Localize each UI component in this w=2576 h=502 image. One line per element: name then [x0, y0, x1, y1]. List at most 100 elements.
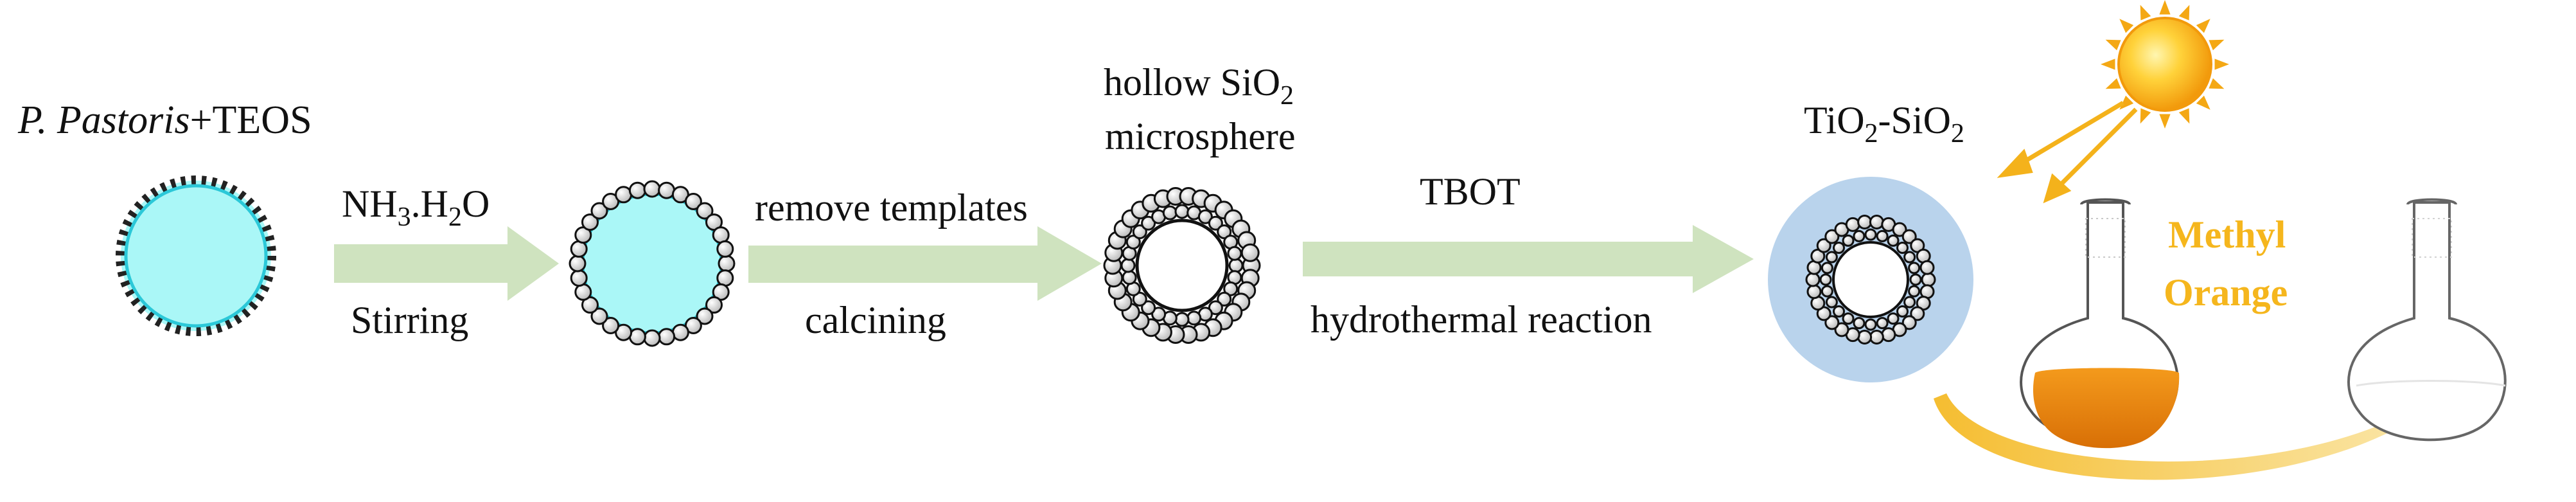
- empty-flask-icon: [2347, 198, 2507, 442]
- silica-bead: [1901, 315, 1917, 330]
- silica-bead: [570, 269, 588, 287]
- silica-bead: [1223, 281, 1239, 296]
- silica-bead: [658, 181, 676, 199]
- silica-bead: [590, 307, 608, 325]
- silica-bead: [628, 181, 646, 199]
- silica-bead: [1806, 284, 1822, 300]
- tio2-bead: [1876, 229, 1889, 242]
- sun-ray: [2178, 108, 2190, 124]
- start-label: P. Pastoris+TEOS: [17, 98, 312, 142]
- tio2-bead: [1825, 251, 1838, 264]
- tio2-bead: [1819, 273, 1832, 286]
- step3-bottom-label: hydrothermal reaction: [1310, 298, 1652, 341]
- silica-bead: [1122, 270, 1137, 285]
- arrow-step2: [748, 226, 1102, 301]
- silica-bead: [570, 240, 588, 258]
- silica-bead: [1816, 238, 1831, 253]
- hollow-sio2-microsphere: [1103, 187, 1261, 344]
- silica-bead: [1910, 306, 1925, 321]
- flask-with-dye-icon: [2020, 198, 2180, 449]
- tio2-bead: [1853, 317, 1866, 330]
- tio2-bead: [1896, 242, 1909, 254]
- step2-bottom-label: calcining: [805, 299, 946, 341]
- silica-bead: [718, 255, 736, 273]
- sun-ray: [2196, 19, 2210, 33]
- silica-bead: [1197, 209, 1213, 224]
- tio2-bead: [1842, 234, 1855, 247]
- light-rays: [1997, 100, 2138, 204]
- tio2-bead: [1903, 251, 1916, 264]
- silica-bead: [1824, 229, 1840, 244]
- methyl-orange-line2: Orange: [2164, 271, 2288, 314]
- tio2-bead: [1825, 296, 1838, 309]
- silica-bead: [1901, 229, 1917, 244]
- silica-bead: [1174, 312, 1190, 327]
- silica-bead: [615, 186, 633, 204]
- tio2-bead: [1887, 234, 1900, 247]
- silica-bead: [1881, 327, 1896, 343]
- tio2-sio2-composite: [1805, 215, 1936, 345]
- silica-bead: [1805, 272, 1821, 287]
- tio2-bead: [1853, 229, 1866, 242]
- tio2-bead: [1864, 318, 1877, 331]
- tio2-bead: [1908, 262, 1921, 274]
- hollow-cavity: [1135, 219, 1229, 312]
- tio2-bead: [1876, 317, 1889, 330]
- silica-bead: [602, 317, 620, 334]
- silica-bead: [574, 283, 592, 301]
- sun-ray: [2209, 39, 2225, 51]
- silica-bead: [1869, 330, 1884, 345]
- silica-bead: [1857, 330, 1873, 345]
- silica-bead: [1919, 260, 1935, 275]
- degradation-arrow: [1934, 381, 2449, 480]
- silica-bead: [696, 202, 714, 220]
- sun-ray: [2105, 78, 2121, 89]
- silica-bead: [1208, 300, 1223, 316]
- sun-ray: [2105, 39, 2121, 51]
- sun-ray: [2140, 4, 2151, 21]
- arrow-step1: [334, 226, 559, 301]
- sun-ray: [2119, 95, 2134, 110]
- hollow-label-line1: hollow SiO2: [1104, 61, 1294, 111]
- silica-bead: [1187, 310, 1202, 326]
- product-label: TiO2-SiO2: [1804, 99, 1964, 148]
- tio2-bead: [1842, 312, 1855, 325]
- silica-bead: [1892, 222, 1907, 237]
- silica-bead: [590, 202, 608, 220]
- silica-bead: [643, 329, 661, 347]
- silica-bead: [716, 240, 734, 258]
- silica-bead: [1151, 307, 1167, 322]
- step1-bottom-label: Stirring: [351, 299, 468, 341]
- tio2-bead: [1833, 305, 1845, 318]
- silica-bead: [1845, 217, 1860, 232]
- tio2-bead: [1909, 273, 1922, 286]
- composite-cavity: [1832, 241, 1909, 318]
- silica-bead: [1921, 272, 1936, 287]
- silica-bead: [1208, 215, 1223, 231]
- silica-bead: [1141, 215, 1156, 231]
- silica-bead: [1857, 215, 1873, 229]
- sun-ray: [2101, 58, 2115, 70]
- tio2-bead: [1833, 242, 1845, 254]
- tio2-bead: [1887, 312, 1900, 325]
- tio2-bead: [1821, 262, 1833, 274]
- sun-ray: [2159, 114, 2171, 129]
- hollow-label-line2: microsphere: [1105, 115, 1296, 157]
- silica-bead: [1869, 215, 1884, 229]
- sun-ray: [2119, 19, 2134, 33]
- silica-bead: [696, 307, 714, 325]
- silica-bead: [1228, 258, 1244, 273]
- silica-bead: [705, 296, 723, 314]
- sun-ray: [2140, 108, 2151, 124]
- silica-bead: [1162, 205, 1178, 220]
- sun-icon: [2101, 0, 2229, 129]
- silica-bead: [1174, 204, 1190, 219]
- silica-bead: [1217, 291, 1232, 307]
- sun-ray: [2178, 4, 2190, 21]
- silica-bead: [658, 328, 676, 346]
- sun-ray: [2196, 95, 2210, 110]
- silica-coated-cell: [569, 180, 736, 347]
- silica-bead: [684, 193, 702, 210]
- silica-bead: [1227, 246, 1242, 261]
